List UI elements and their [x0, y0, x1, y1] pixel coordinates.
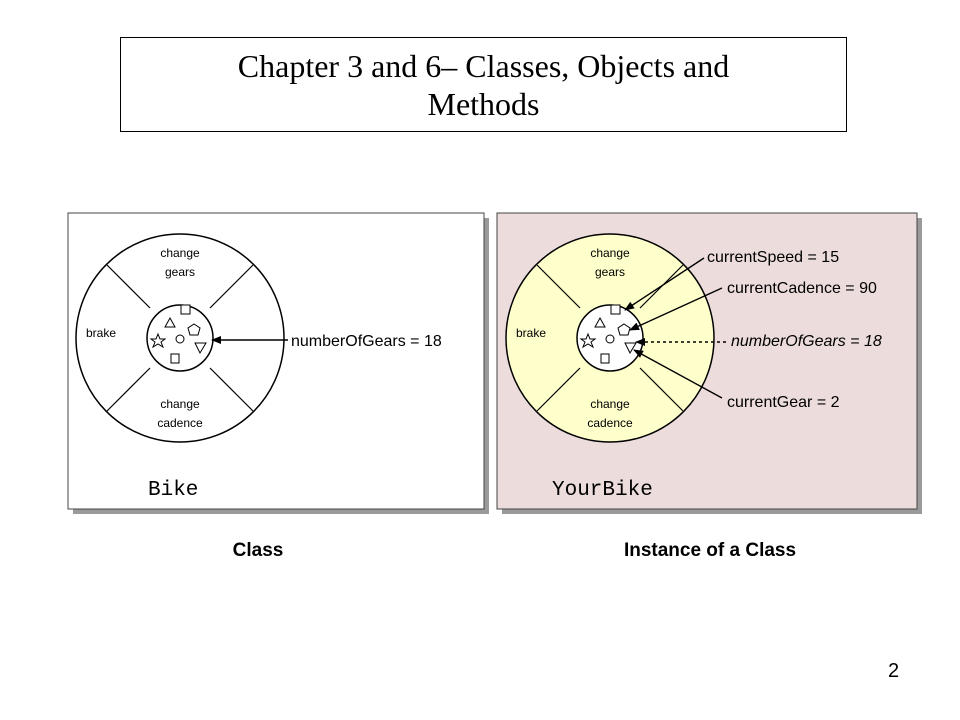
instance-name: YourBike	[552, 479, 653, 502]
class-seg-bottom-2: cadence	[157, 416, 203, 430]
triangle-icon	[164, 316, 176, 328]
instance-arrow-cadence	[629, 287, 723, 331]
star-icon	[579, 332, 597, 349]
instance-arrow-speed	[624, 257, 705, 311]
down-triangle-icon	[194, 342, 207, 355]
circle-icon	[175, 334, 185, 344]
instance-var-gear: currentGear = 2	[727, 394, 840, 411]
class-caption: Class	[233, 540, 284, 561]
instance-panel: change gears brake change cadence curren…	[496, 212, 922, 514]
star-icon	[149, 332, 167, 349]
slide-title-box: Chapter 3 and 6– Classes, Objects and Me…	[120, 37, 847, 132]
class-seg-bottom-1: change	[160, 397, 200, 411]
pentagon-icon	[187, 323, 201, 336]
instance-arrow-gear	[633, 349, 723, 399]
slide-title-line-2: Methods	[427, 85, 540, 122]
class-panel: change gears brake change cadence number…	[67, 212, 489, 514]
down-triangle-icon	[624, 342, 637, 355]
class-seg-top-1: change	[160, 246, 200, 260]
square-icon	[170, 353, 180, 364]
class-wheel: change gears brake change cadence	[75, 233, 285, 443]
circle-icon	[605, 334, 615, 344]
square-icon	[610, 304, 621, 315]
slide-number: 2	[888, 660, 900, 682]
instance-caption: Instance of a Class	[624, 540, 796, 561]
class-seg-top-2: gears	[165, 265, 195, 279]
instance-seg-top-2: gears	[595, 265, 625, 279]
instance-seg-left: brake	[516, 326, 546, 340]
instance-seg-top-1: change	[590, 246, 630, 260]
class-name: Bike	[148, 479, 198, 502]
square-icon	[600, 353, 610, 364]
instance-seg-bottom-2: cadence	[587, 416, 633, 430]
instance-wheel: change gears brake change cadence	[505, 233, 715, 443]
triangle-icon	[594, 316, 606, 328]
class-variable-label: numberOfGears = 18	[291, 333, 442, 350]
class-seg-left: brake	[86, 326, 116, 340]
square-icon	[180, 304, 191, 315]
slide-title-line-1: Chapter 3 and 6– Classes, Objects and	[237, 47, 730, 84]
instance-var-gears: numberOfGears = 18	[731, 333, 882, 350]
instance-seg-bottom-1: change	[590, 397, 630, 411]
instance-var-cadence: currentCadence = 90	[727, 280, 877, 297]
instance-var-speed: currentSpeed = 15	[707, 249, 839, 266]
pentagon-icon	[617, 323, 631, 336]
